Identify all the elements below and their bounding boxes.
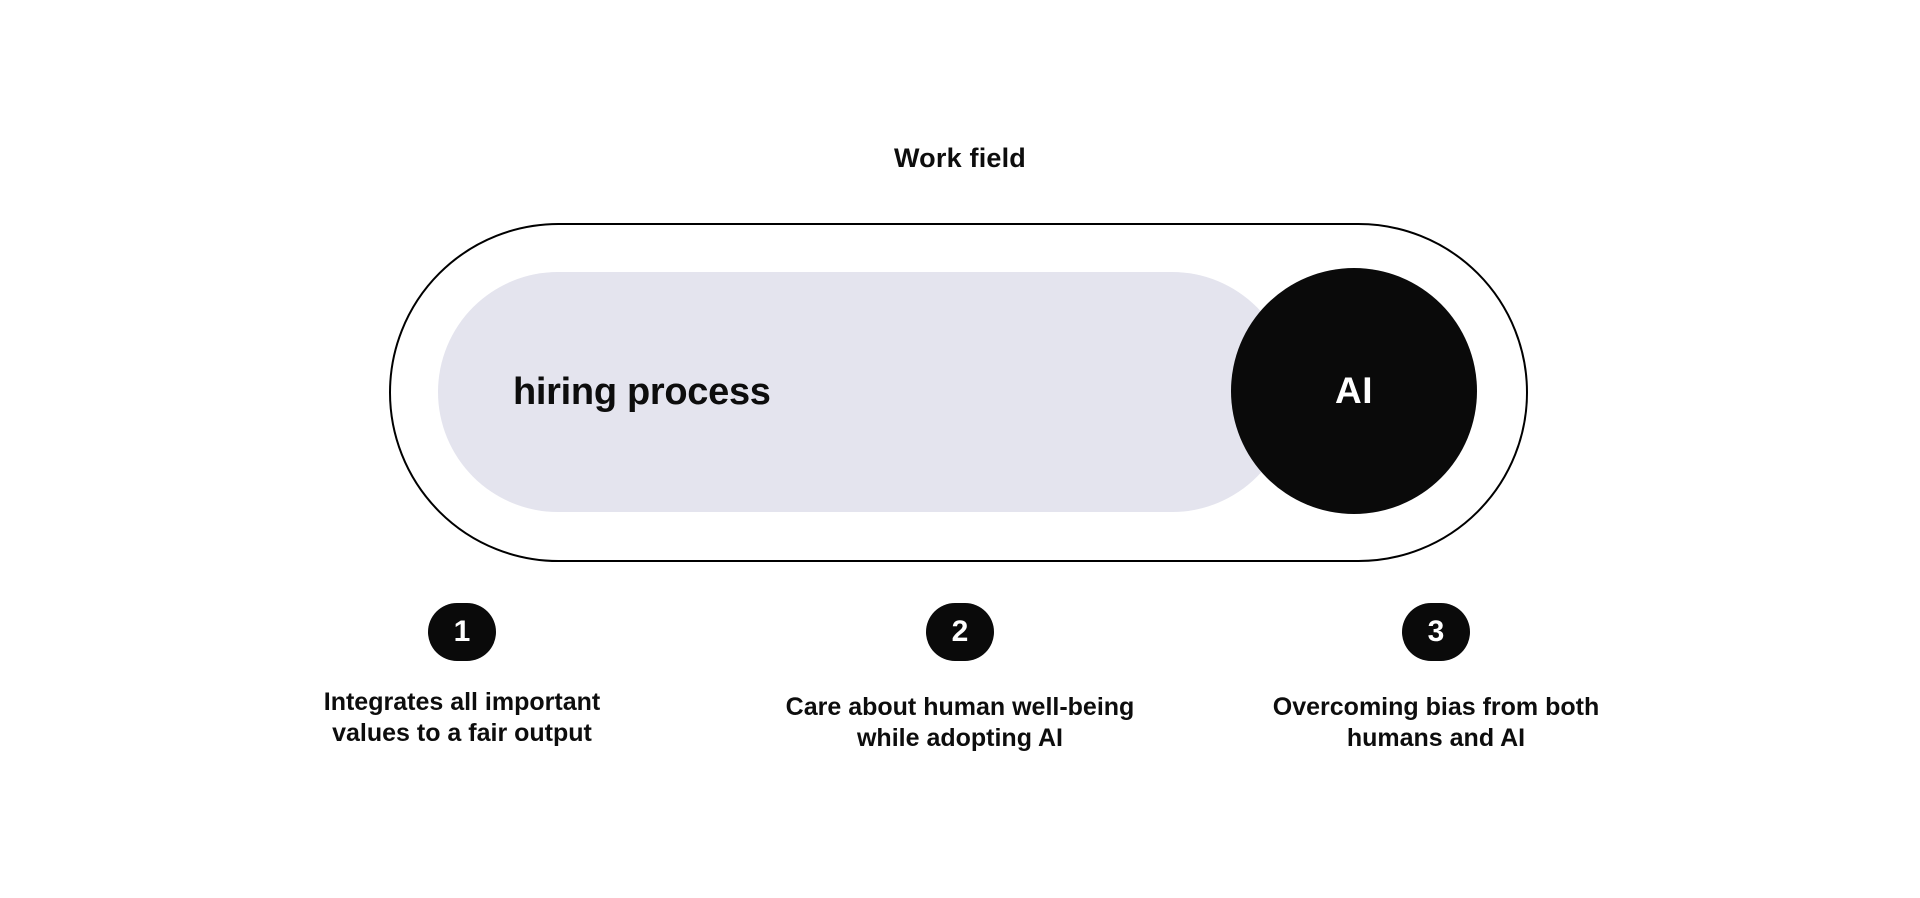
diagram-title: Work field	[893, 143, 1027, 173]
hiring-process-label: hiring process	[513, 370, 771, 413]
step-1-caption: Integrates all important values to a fai…	[324, 687, 600, 749]
work-field-outline-pill	[389, 223, 1528, 562]
step-1-caption-line1: Integrates all important	[323, 688, 601, 716]
ai-circle: AI	[1231, 268, 1477, 514]
step-3-caption-line2: humans and AI	[1346, 724, 1526, 752]
step-2-number: 2	[951, 615, 969, 648]
step-1-caption-line2: values to a fair output	[332, 719, 592, 747]
step-item-3: 3 Overcoming bias from both humans and A…	[1236, 603, 1636, 754]
step-1-number: 1	[453, 615, 471, 648]
hiring-process-pill: hiring process	[438, 272, 1292, 512]
step-item-1: 1 Integrates all important values to a f…	[262, 603, 662, 749]
step-3-number-badge: 3	[1402, 603, 1470, 661]
step-3-caption: Overcoming bias from both humans and AI	[1273, 692, 1599, 754]
step-2-caption: Care about human well-being while adopti…	[786, 692, 1135, 754]
step-item-2: 2 Care about human well-being while adop…	[760, 603, 1160, 754]
step-1-number-badge: 1	[428, 603, 496, 661]
step-2-caption-line2: while adopting AI	[856, 724, 1063, 752]
step-3-caption-line1: Overcoming bias from both	[1272, 693, 1600, 721]
step-2-caption-line1: Care about human well-being	[785, 693, 1135, 721]
ai-label: AI	[1335, 370, 1373, 411]
step-3-number: 3	[1427, 615, 1445, 648]
step-2-number-badge: 2	[926, 603, 994, 661]
